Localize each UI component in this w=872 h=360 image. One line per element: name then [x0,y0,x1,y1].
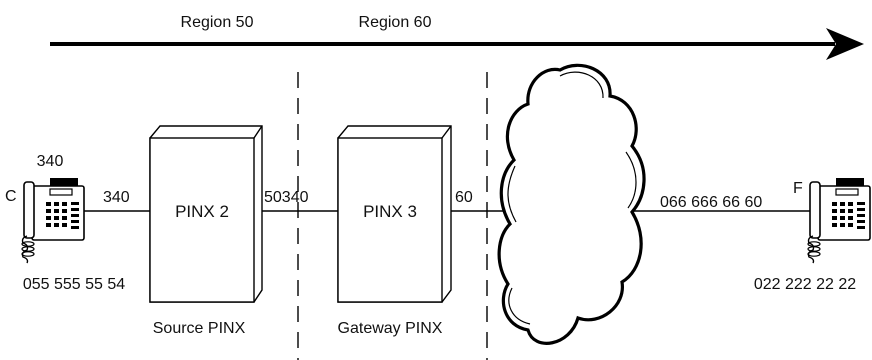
pinx-2-label: PINX 2 [175,202,229,221]
region-50-label: Region 50 [181,14,254,31]
phone-c-number: 055 555 55 54 [23,276,125,293]
region-60-label: Region 60 [359,14,432,31]
link-label-50340: 50340 [264,189,309,206]
pinx-3-label: PINX 3 [363,202,417,221]
phone-c-extension: 340 [37,153,64,170]
phone-f: F 022 222 22 22 [754,177,871,293]
desk-telephone-icon [21,177,85,264]
phone-c-id: C [5,188,17,205]
pinx-2-box: PINX 2 [149,125,263,303]
link-label-60: 60 [455,189,473,206]
phone-c: 340 C 055 555 55 54 [5,153,125,293]
cloud-network-icon [497,63,646,345]
phone-f-id: F [793,180,803,197]
link-label-340: 340 [103,189,130,206]
link-label-066: 066 666 66 60 [660,194,762,211]
source-pinx-caption: Source PINX [153,320,246,337]
direction-arrow [50,28,864,60]
pinx-3-box: PINX 3 [337,125,452,303]
gateway-pinx-caption: Gateway PINX [338,320,443,337]
desk-telephone-icon [807,177,871,264]
phone-f-number: 022 222 22 22 [754,276,856,293]
